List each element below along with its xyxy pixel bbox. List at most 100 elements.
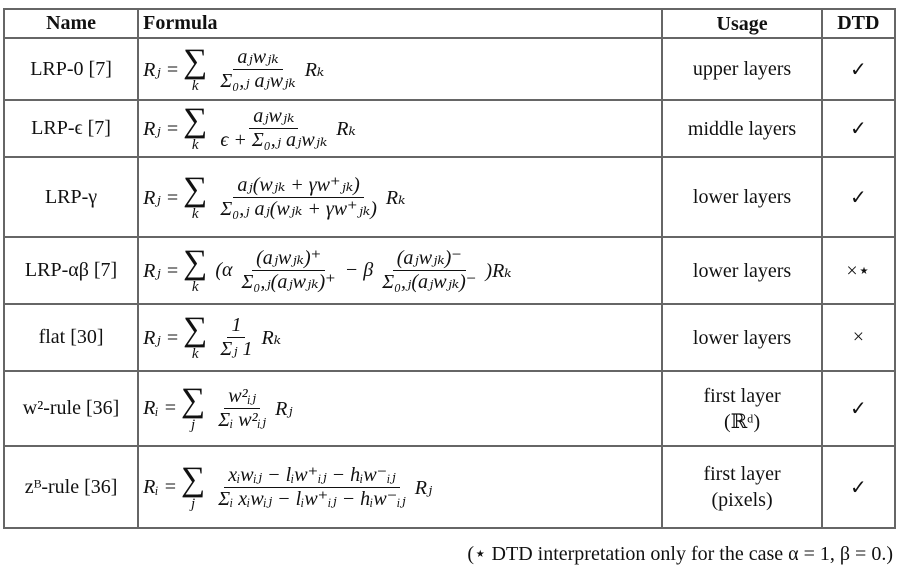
numerator: aⱼwⱼₖ <box>249 105 299 129</box>
rule-dtd: ✓ <box>820 156 897 238</box>
usage-line: lower layers <box>692 186 792 208</box>
formula-text: Rₖ <box>261 327 282 349</box>
fraction: (aⱼwⱼₖ)⁺Σ₀,ⱼ(aⱼwⱼₖ)⁺ <box>238 247 340 294</box>
formula-lhs: Rⱼ = <box>143 186 180 209</box>
rule-formula: Rⱼ =∑k(α(aⱼwⱼₖ)⁺Σ₀,ⱼ(aⱼwⱼₖ)⁺− β(aⱼwⱼₖ)⁻Σ… <box>137 236 664 305</box>
rule-name: zᴮ-rule [36] <box>2 445 140 529</box>
numerator: xᵢwᵢⱼ − lᵢw⁺ᵢⱼ − hᵢw⁻ᵢⱼ <box>224 464 400 488</box>
usage-line: (pixels) <box>711 489 773 511</box>
formula-text: Rₖ <box>336 118 356 140</box>
rule-name: LRP-ϵ [7] <box>2 99 140 158</box>
sum-symbol: ∑j <box>181 382 206 433</box>
usage-line: lower layers <box>692 259 792 282</box>
sum-index: k <box>191 205 199 222</box>
usage-line: upper layers <box>692 58 792 80</box>
header-name: Name <box>2 8 140 39</box>
sum-index: k <box>191 77 199 94</box>
rule-dtd: ✓ <box>820 445 897 529</box>
rule-name: w²-rule [36] <box>2 370 140 447</box>
formula-text: Rⱼ <box>414 476 433 499</box>
header-row: Name Formula Usage DTD <box>2 8 897 39</box>
sum-index: k <box>191 137 199 153</box>
rule-usage: first layer (pixels) <box>661 445 823 529</box>
rule-usage: lower layers <box>661 236 823 305</box>
sum-symbol: ∑k <box>183 311 208 362</box>
rule-usage: upper layers <box>661 37 823 101</box>
rule-usage: lower layers <box>661 303 823 372</box>
header-formula: Formula <box>137 8 664 39</box>
rule-dtd: ✓ <box>820 99 897 158</box>
sum-index: j <box>191 495 196 512</box>
sum-symbol: ∑k <box>183 102 208 153</box>
usage-line: (ℝᵈ) <box>723 410 761 433</box>
numerator: aⱼ(wⱼₖ + γw⁺ⱼₖ) <box>233 174 364 198</box>
denominator: Σᵢ w²ᵢⱼ <box>218 409 267 431</box>
numerator: 1 <box>227 314 246 338</box>
rule-usage: middle layers <box>661 99 823 158</box>
rule-usage: lower layers <box>661 156 823 238</box>
formula-text: Rₖ <box>385 186 406 209</box>
usage-line: middle layers <box>687 117 797 140</box>
rule-name: LRP-αβ [7] <box>2 236 140 305</box>
formula-lhs: Rⱼ = <box>143 58 180 81</box>
denominator: ϵ + Σ₀,ⱼ aⱼwⱼₖ <box>220 129 328 151</box>
sum-symbol: ∑j <box>181 460 206 512</box>
denominator: Σ₀,ⱼ(aⱼwⱼₖ)⁻ <box>382 271 477 293</box>
formula-lhs: Rⱼ = <box>143 327 180 349</box>
sum-symbol: ∑k <box>183 42 208 94</box>
rule-name: LRP-0 [7] <box>2 37 140 101</box>
formula-text: − β <box>344 259 374 281</box>
denominator: Σ₀,ⱼ(aⱼwⱼₖ)⁺ <box>241 271 336 293</box>
usage-line: first layer <box>703 463 781 485</box>
rule-dtd: × <box>820 303 897 372</box>
formula-lhs: Rᵢ = <box>143 397 177 419</box>
rule-name: LRP-γ <box>2 156 140 238</box>
fraction: (aⱼwⱼₖ)⁻Σ₀,ⱼ(aⱼwⱼₖ)⁻ <box>378 247 480 294</box>
sum-symbol: ∑k <box>183 244 208 295</box>
footnote: (⋆ DTD interpretation only for the case … <box>467 543 893 565</box>
numerator: (aⱼwⱼₖ)⁻ <box>392 247 466 271</box>
sum-index: k <box>191 346 199 362</box>
numerator: w²ᵢⱼ <box>224 385 261 409</box>
formula-lhs: Rⱼ = <box>143 260 180 282</box>
usage-line: lower layers <box>692 326 792 349</box>
sum-index: k <box>191 279 199 295</box>
formula-lhs: Rⱼ = <box>143 118 180 140</box>
sum-index: j <box>191 417 196 433</box>
denominator: Σ₀,ⱼ aⱼwⱼₖ <box>220 69 296 92</box>
numerator: (aⱼwⱼₖ)⁺ <box>252 247 326 271</box>
rule-name: flat [30] <box>2 303 140 372</box>
formula-text: (α <box>215 259 233 281</box>
formula-text: )Rₖ <box>485 260 512 282</box>
usage-line: first layer <box>703 384 781 407</box>
denominator: Σᵢ xᵢwᵢⱼ − lᵢw⁺ᵢⱼ − hᵢw⁻ᵢⱼ <box>218 487 406 510</box>
table-row: LRP-αβ [7] Rⱼ =∑k(α(aⱼwⱼₖ)⁺Σ₀,ⱼ(aⱼwⱼₖ)⁺−… <box>2 236 897 305</box>
fraction: aⱼ(wⱼₖ + γw⁺ⱼₖ)Σ₀,ⱼ aⱼ(wⱼₖ + γw⁺ⱼₖ) <box>216 174 381 221</box>
formula-text: Rⱼ <box>275 398 293 420</box>
formula-lhs: Rᵢ = <box>143 475 177 498</box>
denominator: Σ₀,ⱼ aⱼ(wⱼₖ + γw⁺ⱼₖ) <box>220 197 377 220</box>
sum-symbol: ∑k <box>183 170 208 222</box>
numerator: aⱼwⱼₖ <box>233 46 283 70</box>
rule-usage: first layer (ℝᵈ) <box>661 370 823 447</box>
header-dtd: DTD <box>820 8 897 39</box>
rule-dtd: ✓ <box>820 370 897 447</box>
header-usage: Usage <box>661 8 823 39</box>
rule-dtd: ×⋆ <box>820 236 897 305</box>
